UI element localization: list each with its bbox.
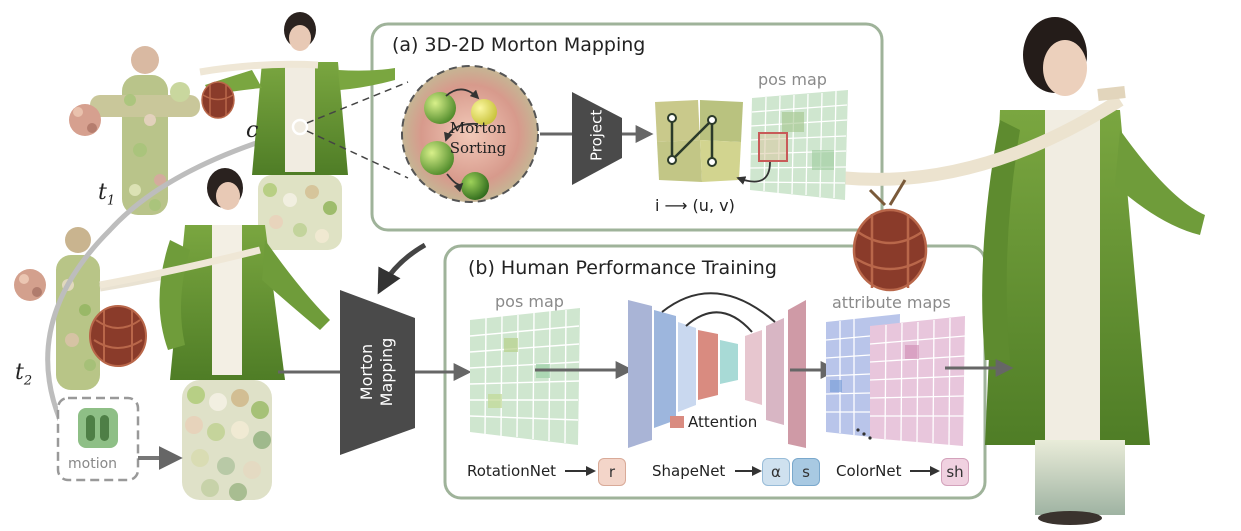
shape-net-label: ShapeNet	[652, 462, 726, 480]
morton-mapping-block	[340, 290, 415, 455]
label-t1: t1	[98, 180, 116, 209]
trajectory-arc	[45, 137, 266, 421]
figure-c	[199, 12, 395, 250]
panel-a-title: (a) 3D-2D Morton Mapping	[392, 34, 646, 56]
project-label: Project	[587, 109, 606, 162]
attention-label: Attention	[688, 413, 758, 431]
mapping-formula: i ⟶ (u, v)	[655, 196, 735, 215]
gaussian-figure-t2	[14, 227, 201, 390]
motion-box	[56, 396, 140, 482]
rotation-net-label: RotationNet	[467, 462, 557, 480]
rotation-output-chip: r	[598, 458, 626, 486]
pos-map-a-label: pos map	[758, 70, 827, 89]
pos-map-b	[469, 308, 580, 445]
label-c: c	[246, 118, 259, 143]
pos-map-a	[736, 90, 848, 200]
morton-sorting-label: Morton Sorting	[449, 119, 507, 157]
project-block	[572, 92, 622, 185]
attribute-maps-label: attribute maps	[832, 293, 951, 312]
shape-alpha-chip: α	[762, 458, 790, 486]
shape-s-chip: s	[792, 458, 820, 486]
color-output-chip: sh	[941, 458, 969, 486]
uv-layout	[655, 100, 743, 182]
figure-center	[99, 168, 330, 501]
color-net-label: ColorNet	[836, 462, 902, 480]
morton-mapping-label: Morton Mapping	[357, 337, 396, 407]
morton-sorting-bubble	[401, 65, 539, 203]
network-unet	[628, 292, 806, 448]
motion-label: motion	[68, 456, 118, 472]
panel-b-title: (b) Human Performance Training	[468, 257, 777, 279]
pos-map-b-label: pos map	[495, 292, 564, 311]
figure-right	[844, 17, 1205, 525]
label-t2: t2	[15, 360, 33, 389]
gaussian-figure-t1	[69, 46, 200, 215]
attribute-maps	[825, 314, 966, 446]
attention-swatch	[670, 416, 684, 428]
